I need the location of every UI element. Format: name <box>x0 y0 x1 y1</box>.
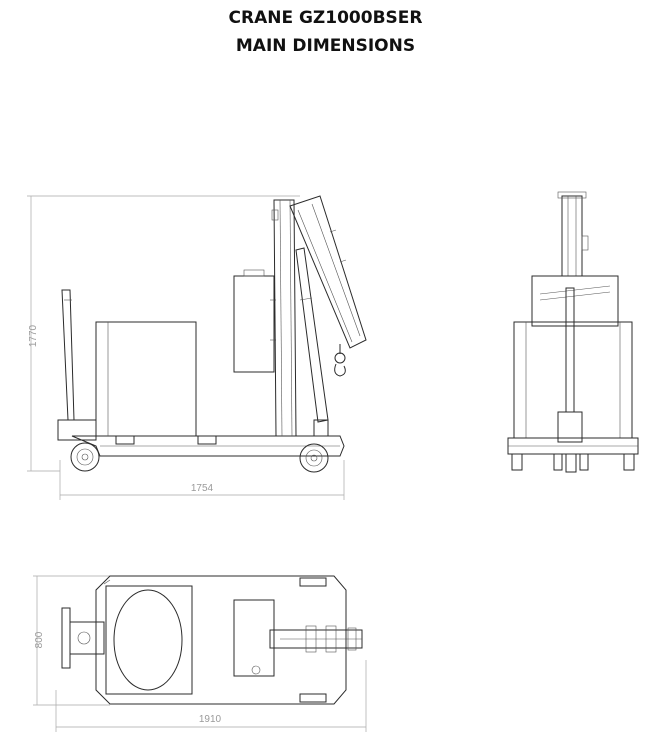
side-height-dimension: 1770 <box>27 195 300 472</box>
top-length-dimension: 1910 <box>55 660 367 732</box>
control-cabinet <box>233 269 276 373</box>
top-battery <box>105 585 193 695</box>
side-view: 1770 1754 <box>27 195 367 500</box>
top-width-dimension: 800 <box>33 575 110 706</box>
front-view <box>507 191 639 473</box>
front-base <box>507 437 639 473</box>
battery-box <box>95 321 197 437</box>
front-upper-frame <box>531 275 619 327</box>
title-model: CRANE GZ1000BSER <box>228 8 423 28</box>
top-view: 800 1910 <box>33 575 367 732</box>
mast <box>271 199 297 437</box>
title-subtitle: MAIN DIMENSIONS <box>235 36 416 56</box>
hook <box>334 344 346 377</box>
rear-wheel <box>299 443 329 473</box>
top-wheels <box>299 577 327 703</box>
top-width-label: 800 <box>34 631 45 648</box>
jib-arm <box>289 195 367 349</box>
front-mast <box>557 191 589 277</box>
top-cabinet <box>233 599 275 677</box>
hydraulic-cylinder <box>295 247 329 437</box>
top-jib <box>269 625 363 653</box>
side-length-label: 1754 <box>191 483 214 494</box>
top-tow-handle <box>61 607 105 669</box>
front-handle <box>557 287 583 443</box>
chassis <box>71 435 345 457</box>
side-length-dimension: 1754 <box>59 460 345 500</box>
top-length-label: 1910 <box>199 714 222 725</box>
side-height-label: 1770 <box>28 324 39 347</box>
front-wheel <box>70 442 100 472</box>
tow-handle <box>57 289 97 441</box>
front-battery-box <box>513 321 633 439</box>
top-platform <box>95 575 347 705</box>
